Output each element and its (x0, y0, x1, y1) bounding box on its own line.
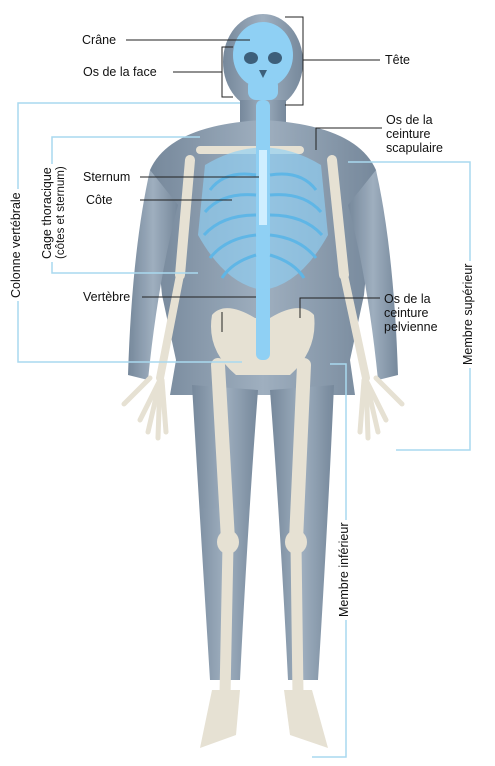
label-vertebre: Vertèbre (83, 290, 131, 304)
label-ceinture-pelvienne: Os de la ceinture pelvienne (384, 292, 438, 334)
ribs (202, 172, 324, 279)
label-membre-inferieur: Membre inférieur (337, 519, 351, 620)
left-tibia (219, 539, 234, 701)
left-hand (121, 375, 169, 441)
label-cage-detail: (côtes et sternum) (54, 163, 68, 262)
bracket-tete (285, 16, 304, 106)
skull-features (244, 52, 282, 78)
label-cote: Côte (86, 193, 113, 207)
skull (233, 22, 293, 88)
label-os-face: Os de la face (83, 65, 157, 79)
left-forearm (156, 271, 184, 382)
right-tibia (290, 539, 304, 701)
right-femur (289, 358, 311, 547)
left-knee (217, 530, 239, 554)
label-colonne-vertebrale: Colonne vertébrale (9, 189, 23, 301)
feet (200, 690, 328, 748)
label-crane: Crâne (82, 33, 117, 47)
right-forearm (340, 271, 370, 382)
label-cage-thoracique: Cage thoracique (40, 164, 54, 262)
label-ceinture-scapulaire: Os de la ceinture scapulaire (386, 113, 443, 155)
left-femur (211, 358, 235, 547)
label-sternum: Sternum (83, 170, 131, 184)
left-humerus (175, 155, 195, 280)
right-humerus (327, 155, 349, 280)
label-membre-superieur: Membre supérieur (461, 260, 475, 368)
leader-lines (126, 16, 382, 332)
right-knee (285, 530, 307, 554)
leader-ceinture-pelvienne (299, 297, 380, 318)
sternum-bone (259, 150, 267, 225)
leader-ceinture-scapulaire (315, 127, 382, 150)
right-hand (357, 375, 405, 441)
bracket-face (221, 46, 233, 98)
label-tete: Tête (385, 53, 411, 67)
jaw (248, 78, 278, 100)
